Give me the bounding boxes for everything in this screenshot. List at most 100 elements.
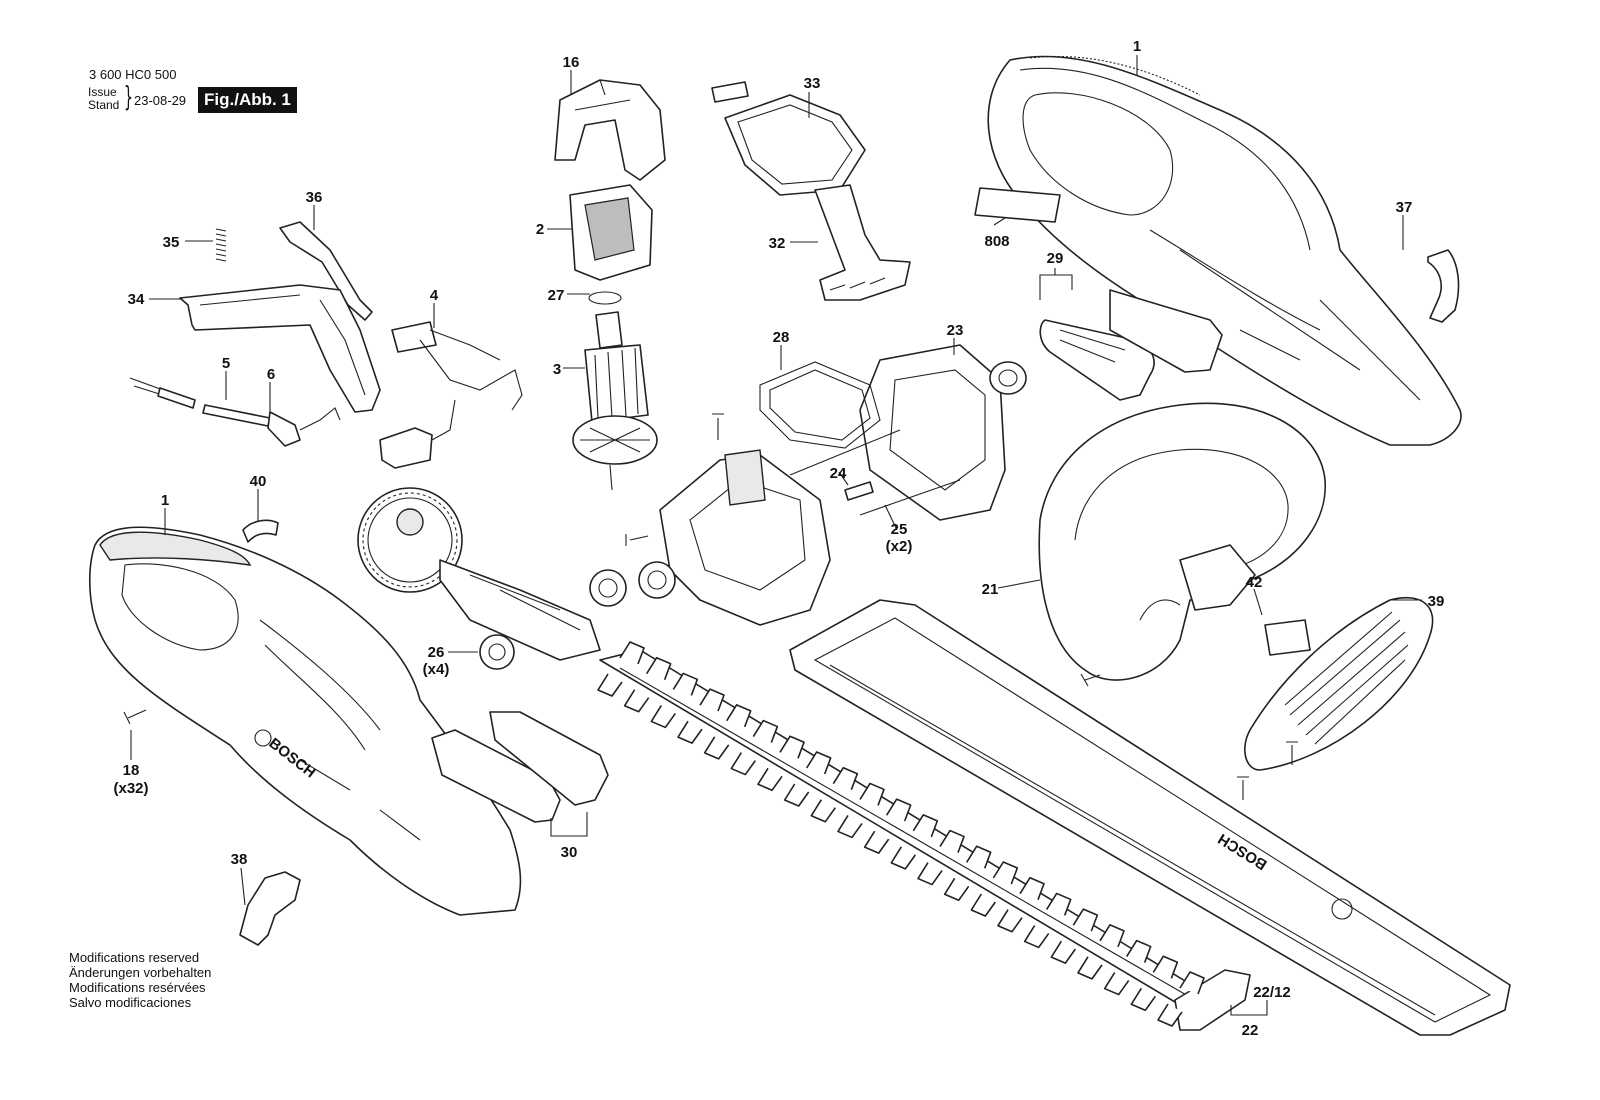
blade-tooth (1072, 908, 1099, 932)
gear-wheel (357, 487, 463, 593)
callout-38: 38 (231, 851, 248, 868)
notice-line-en: Modifications reserved (69, 950, 200, 965)
callout-42: 42 (1246, 574, 1263, 591)
blade-tooth (1152, 955, 1179, 979)
blade-tooth (832, 766, 859, 790)
callout-33: 33 (804, 75, 821, 92)
wiring-4 (379, 321, 523, 469)
blade-tooth (1019, 876, 1045, 900)
blade-tooth (699, 688, 725, 712)
callout-21: 21 (982, 581, 999, 598)
callout-6: 6 (267, 366, 275, 383)
blade-tooth (1179, 971, 1205, 995)
field-coil-2 (569, 184, 653, 281)
housing-half-left: BOSCH (89, 526, 522, 916)
blade-tooth (1077, 956, 1103, 980)
blade-tooth (779, 735, 805, 759)
gasket-28 (759, 361, 881, 449)
blade-tooth (783, 783, 810, 807)
callout-37: 37 (1396, 199, 1413, 216)
blade-tooth (1157, 1003, 1183, 1027)
leader-lines (130, 55, 1422, 1016)
cable-6 (202, 404, 341, 447)
callout-1-top: 1 (1133, 38, 1141, 55)
document-number: 3 600 HC0 500 (89, 67, 177, 82)
sticker-42 (1264, 619, 1311, 656)
blade-tooth (757, 767, 783, 792)
blade-teeth (597, 641, 1205, 1027)
blade-tooth (677, 720, 703, 744)
callout-34: 34 (128, 291, 145, 308)
blade-tooth (752, 719, 779, 743)
callout-28: 28 (773, 329, 790, 346)
handle-34 (179, 284, 381, 413)
housing-half-right (987, 55, 1462, 446)
callout-3: 3 (553, 361, 561, 378)
label-sticker-808 (974, 187, 1061, 223)
blade-tooth (1045, 892, 1072, 916)
switch-buttons-29 (1039, 289, 1223, 401)
notice-line-de: Änderungen vorbehalten (69, 965, 212, 980)
blade-tooth (992, 861, 1019, 885)
callout-39: 39 (1428, 593, 1445, 610)
blade-tooth (997, 909, 1023, 933)
callout-27: 27 (548, 287, 565, 304)
blade-tooth (885, 798, 912, 822)
callout-808: 808 (984, 233, 1009, 250)
part-32 (814, 184, 911, 301)
notice-line-fr: Modifications resérvées (69, 980, 206, 995)
callout-22: 22 (1242, 1022, 1259, 1039)
callout-4: 4 (430, 287, 439, 304)
blade-tooth (1023, 925, 1050, 949)
blade-tooth (917, 862, 943, 886)
cover-39 (1244, 596, 1434, 771)
seal-ring-right (989, 361, 1027, 395)
ring-27 (588, 291, 622, 305)
callout-32: 32 (769, 235, 786, 252)
callout-26: 26 (428, 644, 445, 661)
blade-tooth (890, 846, 916, 870)
clip-37 (1427, 249, 1460, 323)
hand-guard-21 (1038, 402, 1326, 681)
blade-tooth (805, 751, 832, 775)
pins-25 (789, 429, 961, 516)
stand-label: Stand (88, 98, 120, 112)
blade-tooth (1103, 972, 1130, 996)
notice-line-es: Salvo modificaciones (69, 995, 192, 1010)
blade-tooth (703, 736, 730, 760)
blade-tooth (645, 656, 672, 680)
blade-tooth (863, 830, 890, 854)
blade-tooth (623, 689, 650, 713)
brush-holder-16 (554, 79, 666, 181)
blade-tooth (837, 815, 863, 839)
callout-18: 18 (123, 762, 140, 779)
blade-tooth (965, 845, 992, 869)
bearings-26 (479, 561, 676, 670)
blade-tooth (619, 641, 645, 665)
callout-29: 29 (1047, 250, 1064, 267)
modifications-notice: Modifications reserved Änderungen vorbeh… (69, 950, 211, 1010)
blade-tooth (597, 673, 623, 697)
callout-40: 40 (250, 473, 267, 490)
figure-badge: Fig./Abb. 1 (198, 87, 297, 113)
callout-25-qty: (x2) (886, 538, 913, 555)
callout-1-left: 1 (161, 492, 169, 509)
callout-5: 5 (222, 355, 230, 372)
cable-5 (129, 377, 196, 409)
callout-26-qty: (x4) (423, 661, 450, 678)
blade-tooth (672, 672, 699, 696)
blade-tooth (943, 877, 970, 902)
callout-18-qty: (x32) (113, 780, 148, 797)
switch-cover-30 (431, 711, 609, 823)
callout-22-12: 22/12 (1253, 984, 1291, 1001)
issue-date: 23-08-29 (134, 93, 187, 108)
callout-24: 24 (830, 465, 847, 482)
callout-36: 36 (306, 189, 323, 206)
blade-tooth (1130, 987, 1156, 1012)
blade-tooth (810, 799, 836, 823)
armature-3 (572, 311, 658, 491)
blade-tooth (725, 704, 752, 728)
clip-40 (242, 519, 279, 543)
lever-36 (279, 221, 373, 321)
